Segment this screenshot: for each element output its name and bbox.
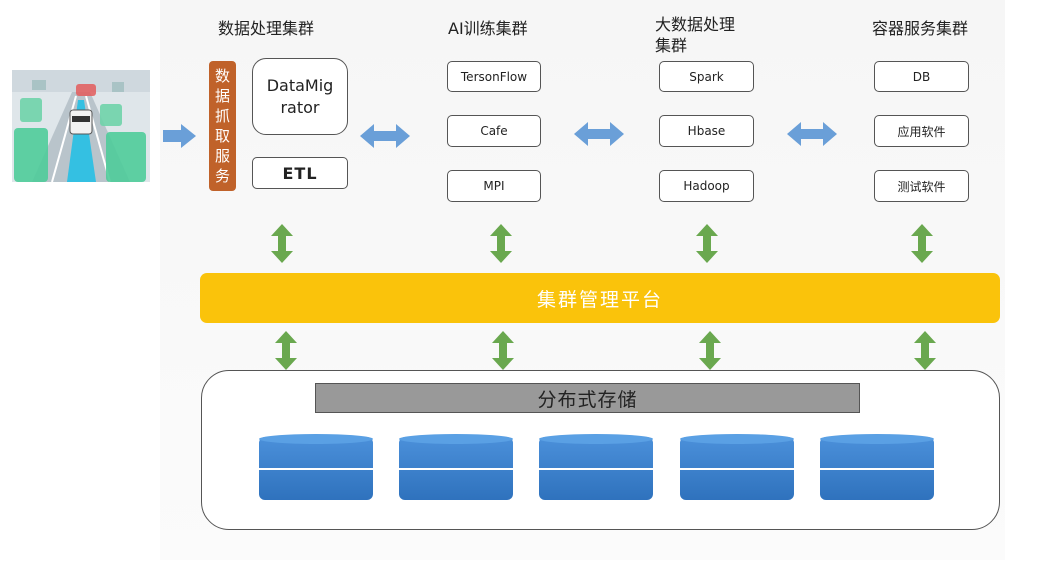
vertical-double-arrow-icon (914, 331, 936, 370)
data-capture-service: 数 据 抓 取 服 务 (209, 61, 236, 191)
input-arrow-icon (163, 124, 196, 148)
test-software-box: 测试软件 (874, 170, 969, 202)
cafe-box: Cafe (447, 115, 541, 147)
mpi-box: MPI (447, 170, 541, 202)
hadoop-box: Hadoop (659, 170, 754, 202)
double-arrow-icon (574, 122, 624, 146)
road-scene-image (12, 70, 150, 182)
column-title-data-processing: 数据处理集群 (218, 19, 315, 38)
double-arrow-icon (360, 124, 410, 148)
vertical-double-arrow-icon (490, 224, 512, 263)
hbase-box: Hbase (659, 115, 754, 147)
spark-box: Spark (659, 61, 754, 92)
vertical-double-arrow-icon (271, 224, 293, 263)
etl-box: ETL (252, 157, 348, 189)
column-title-big-data: 大数据处理 集群 (655, 15, 736, 55)
vertical-double-arrow-icon (696, 224, 718, 263)
tensorflow-box: TersonFlow (447, 61, 541, 92)
vertical-double-arrow-icon (699, 331, 721, 370)
vertical-double-arrow-icon (911, 224, 933, 263)
column-title-ai-training: AI训练集群 (448, 19, 528, 38)
app-software-box: 应用软件 (874, 115, 969, 147)
db-box: DB (874, 61, 969, 92)
database-cylinder-icon (399, 434, 513, 500)
double-arrow-icon (787, 122, 837, 146)
column-title-container: 容器服务集群 (872, 19, 969, 38)
cluster-management-platform: 集群管理平台 (200, 273, 1000, 323)
distributed-storage-label: 分布式存储 (315, 383, 860, 413)
database-cylinder-icon (820, 434, 934, 500)
database-cylinder-icon (259, 434, 373, 500)
datamigrator-box: DataMig rator (252, 58, 348, 135)
vertical-double-arrow-icon (275, 331, 297, 370)
vertical-double-arrow-icon (492, 331, 514, 370)
database-cylinder-icon (680, 434, 794, 500)
database-cylinder-icon (539, 434, 653, 500)
